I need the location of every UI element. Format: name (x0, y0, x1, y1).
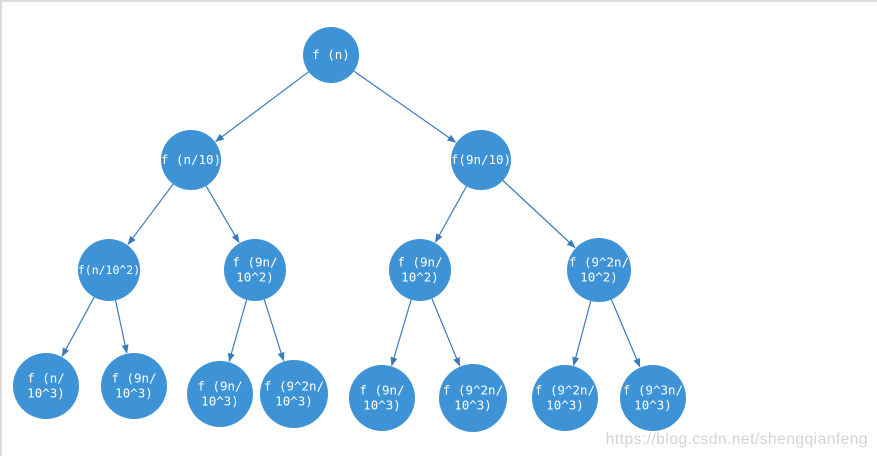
tree-node-label: f (9n/10^3) (111, 371, 156, 401)
tree-edge (572, 300, 592, 367)
tree-edge (127, 183, 174, 246)
tree-nodes: f (n) f (n/10) f(9n/10) f(n/10^2) f (9n/10^2… (13, 27, 686, 432)
tree-node-label: f (9^2n/10^3) (264, 379, 324, 409)
tree-node-label: f (9^2n/10^3) (443, 383, 503, 413)
tree-node-circle (78, 239, 140, 301)
tree-node-label: f (9n/10^3) (359, 383, 404, 413)
tree-node-circle (451, 130, 511, 190)
tree-node-circle (439, 364, 507, 432)
tree-node-circle (349, 365, 415, 431)
tree-node-label: f (n/10) (161, 152, 221, 167)
tree-node-label: f (9^2n/10^2) (569, 255, 629, 285)
tree-node-label: f(9n/10) (451, 152, 511, 167)
tree-edge (114, 300, 129, 354)
tree-edge (263, 299, 285, 362)
tree-edge (353, 70, 457, 143)
tree-node-circle (101, 353, 167, 419)
tree-node-circle (187, 361, 253, 427)
tree-edge (205, 185, 240, 244)
tree-edge (390, 299, 412, 367)
tree-node-circle (260, 360, 328, 428)
tree-node-circle (161, 130, 221, 190)
tree-node-circle (532, 365, 598, 431)
tree-edge (61, 296, 95, 357)
tree-node-label: f (n) (312, 47, 350, 62)
tree-node-circle (389, 239, 451, 301)
tree-edges (61, 70, 641, 368)
tree-edge (502, 180, 576, 249)
tree-node-label: f (9^3n/10^3) (623, 383, 683, 413)
tree-edge (228, 299, 248, 363)
tree-node-circle (303, 27, 359, 83)
tree-node-label: f (9n/10^2) (232, 255, 277, 285)
tree-edge (434, 185, 468, 243)
tree-node-label: f (9^2n/10^3) (535, 383, 595, 413)
tree-node-label: f(n/10^2) (78, 263, 140, 277)
tree-node-circle (567, 238, 631, 302)
watermark: https://blog.csdn.net/shengqianfeng (605, 431, 868, 448)
tree-node-label: f (9n/10^2) (397, 255, 442, 285)
tree-node-circle (224, 239, 286, 301)
tree-edge (215, 71, 309, 142)
tree-node-label: f (9n/10^3) (197, 379, 242, 409)
tree-edge (431, 298, 461, 367)
tree-edge (610, 299, 641, 368)
tree-node-circle (13, 353, 79, 419)
tree-node-circle (620, 365, 686, 431)
tree-node-label: f (n/10^3) (27, 371, 65, 401)
